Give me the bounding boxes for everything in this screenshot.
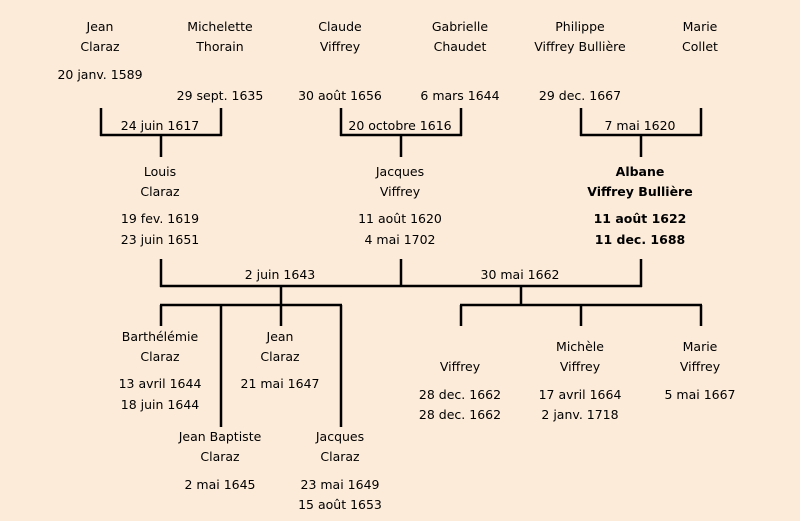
marriage-date: 24 juin 1617 [120, 118, 200, 133]
person-death-date: 4 mai 1702 [364, 232, 436, 247]
person-first-name: Michelette [187, 19, 253, 34]
person-first-name: Jean [266, 329, 294, 344]
person-first-name: Claude [318, 19, 362, 34]
person-first-name: Jacques [315, 429, 365, 444]
person-birth-date: 13 avril 1644 [118, 376, 202, 391]
person-last-name: Viffrey [679, 359, 721, 374]
person-first-name: Marie [682, 339, 718, 354]
person-birth-date: 23 mai 1649 [300, 477, 380, 492]
person-last-name: Viffrey Bullière [534, 39, 626, 54]
person-death-date: 29 dec. 1667 [538, 88, 622, 103]
person-death-date: 6 mars 1644 [420, 88, 500, 103]
root-person-birth-date: 11 août 1622 [593, 211, 687, 226]
person-death-date: 18 juin 1644 [120, 397, 200, 412]
marriage-date: 30 mai 1662 [480, 267, 560, 282]
person-death-date: 28 dec. 1662 [418, 407, 502, 422]
person-last-name: Thorain [196, 39, 244, 54]
marriage-date: 2 juin 1643 [244, 267, 316, 282]
person-last-name: Viffrey [439, 359, 481, 374]
root-person-death-date: 11 dec. 1688 [594, 232, 686, 247]
person-last-name: Chaudet [433, 39, 487, 54]
person-last-name: Viffrey [319, 39, 361, 54]
person-last-name: Claraz [140, 184, 180, 199]
person-first-name: Philippe [555, 19, 605, 34]
person-birth-date: 11 août 1620 [358, 211, 442, 226]
person-birth-date: 28 dec. 1662 [418, 387, 502, 402]
person-first-name: Jean Baptiste [178, 429, 262, 444]
person-last-name: Claraz [200, 449, 240, 464]
person-last-name: Viffrey [379, 184, 421, 199]
person-death-date: 23 juin 1651 [120, 232, 200, 247]
person-first-name: Gabrielle [431, 19, 489, 34]
marriage-date: 20 octobre 1616 [348, 118, 452, 133]
person-last-name: Viffrey [559, 359, 601, 374]
person-birth-date: 20 janv. 1589 [57, 67, 143, 82]
person-last-name: Claraz [320, 449, 360, 464]
person-birth-date: 17 avril 1664 [538, 387, 622, 402]
person-death-date: 29 sept. 1635 [176, 88, 264, 103]
person-first-name: Jean [86, 19, 114, 34]
person-last-name: Claraz [140, 349, 180, 364]
marriage-date: 7 mai 1620 [604, 118, 676, 133]
root-person-first-name: Albane [615, 164, 665, 179]
person-first-name: Jacques [375, 164, 425, 179]
person-death-date: 2 janv. 1718 [541, 407, 619, 422]
person-birth-date: 5 mai 1667 [664, 387, 736, 402]
person-last-name: Claraz [80, 39, 120, 54]
person-birth-date: 19 fev. 1619 [120, 211, 200, 226]
person-birth-date: 21 mai 1647 [240, 376, 320, 391]
person-last-name: Claraz [260, 349, 300, 364]
person-birth-date: 2 mai 1645 [184, 477, 256, 492]
person-first-name: Barthélémie [121, 329, 199, 344]
person-death-date: 15 août 1653 [298, 497, 382, 512]
person-first-name: Michèle [556, 339, 604, 354]
person-last-name: Collet [682, 39, 718, 54]
person-death-date: 30 août 1656 [298, 88, 382, 103]
person-first-name: Marie [682, 19, 718, 34]
root-person-last-name: Viffrey Bullière [587, 184, 693, 199]
person-first-name: Louis [143, 164, 177, 179]
